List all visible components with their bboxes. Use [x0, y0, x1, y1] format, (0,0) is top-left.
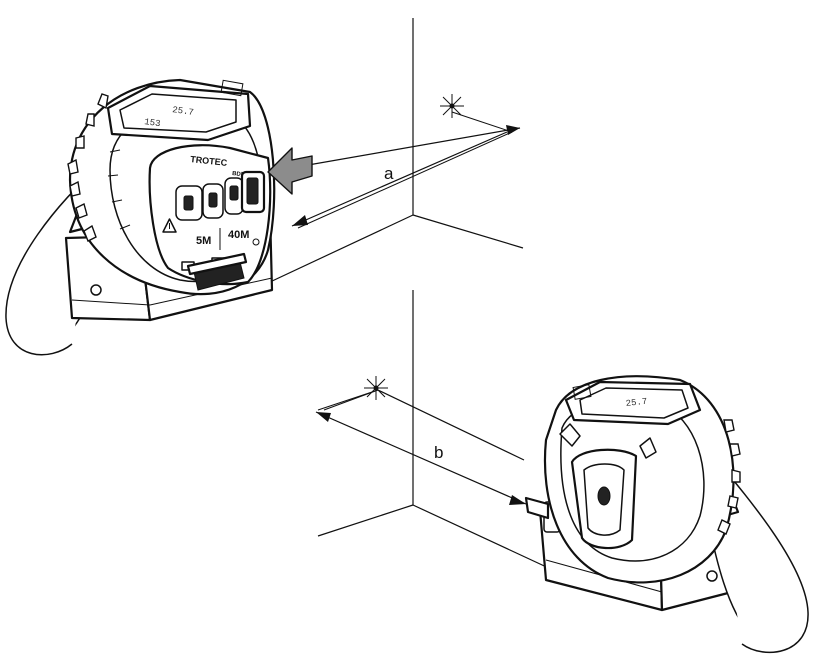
- lcd-reading-back: 25.7: [625, 397, 648, 409]
- dimension-b-label: b: [434, 443, 443, 462]
- laser-star-icon: [440, 94, 464, 118]
- warning-triangle-icon: [162, 218, 177, 233]
- housing-ribs-back: [717, 419, 741, 535]
- front-buttons: [175, 170, 266, 221]
- lower-wall-corner: [317, 290, 569, 578]
- housing-ribs: [67, 93, 109, 242]
- dimension-a-label: a: [384, 164, 394, 183]
- lcd-reading-bottom: 153: [144, 117, 161, 129]
- brand-logo: TROTEC: [190, 154, 228, 168]
- laser-star-icon-lower: [364, 376, 388, 400]
- lcd-reading-top: 25.7: [172, 105, 195, 118]
- laser-tape-measure-front: 25.7 153 TROTEC BDM 5M 40M: [5, 78, 276, 356]
- range-long-label: 40M: [228, 229, 249, 241]
- upper-wall-corner: [237, 18, 524, 298]
- laser-tape-measure-back: 25.7: [524, 375, 809, 654]
- push-arrow-icon: [267, 147, 313, 195]
- belt-clip-icon: [559, 423, 657, 550]
- model-label: BDM: [232, 171, 246, 178]
- range-short-label: 5M: [196, 235, 211, 247]
- dimension-b: b: [315, 389, 527, 505]
